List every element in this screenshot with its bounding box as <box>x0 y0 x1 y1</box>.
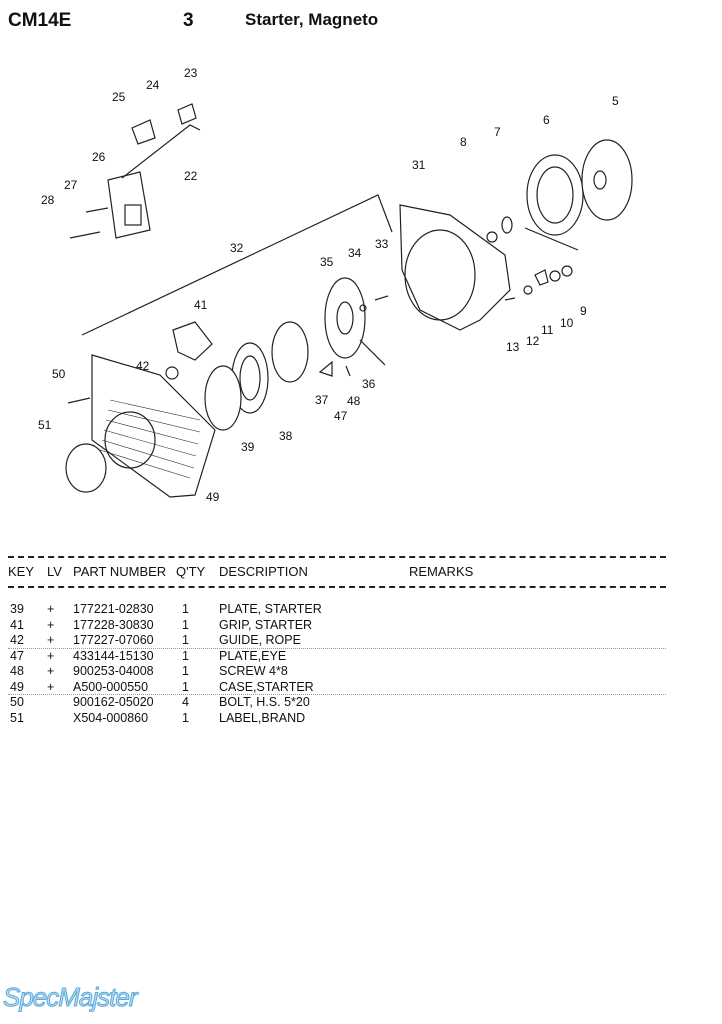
cell-desc: GRIP, STARTER <box>219 617 313 632</box>
cell-part: 900253-04008 <box>73 664 154 678</box>
callout-28: 28 <box>41 193 55 207</box>
callout-32: 32 <box>230 241 244 255</box>
callout-5: 5 <box>612 94 619 108</box>
callout-36: 36 <box>362 377 376 391</box>
cell-key: 50 <box>10 695 24 709</box>
callout-6: 6 <box>543 113 550 127</box>
callout-31: 31 <box>412 158 426 172</box>
cell-lv: + <box>47 679 55 694</box>
cell-qty: 1 <box>182 602 189 616</box>
cell-lv: + <box>47 648 55 663</box>
callout-47: 47 <box>334 409 348 423</box>
dotted-separator <box>8 694 666 695</box>
table-row: 51 X504-000860 1 LABEL,BRAND <box>0 711 700 726</box>
callout-10: 10 <box>560 316 574 330</box>
callout-38: 38 <box>279 429 293 443</box>
col-lv: LV <box>47 564 62 579</box>
callout-27: 27 <box>64 178 78 192</box>
callout-42: 42 <box>136 359 150 373</box>
cell-key: 51 <box>10 710 24 725</box>
col-description: DESCRIPTION <box>219 564 308 579</box>
table-row: 42 +177227-07060 1 GUIDE, ROPE <box>0 633 700 648</box>
callout-51: 51 <box>38 418 52 432</box>
section-number: 3 <box>183 10 194 31</box>
divider <box>8 586 666 588</box>
col-key: KEY <box>8 564 35 579</box>
cell-lv: + <box>47 617 55 632</box>
cell-qty: 1 <box>182 679 189 694</box>
cell-qty: 1 <box>182 648 189 663</box>
callout-50: 50 <box>52 367 66 381</box>
callout-41: 41 <box>194 298 208 312</box>
cell-desc: CASE,STARTER <box>219 679 314 694</box>
cell-part: 900162-05020 <box>73 695 154 709</box>
callout-8: 8 <box>460 135 467 149</box>
callout-33: 33 <box>375 237 389 251</box>
callout-34: 34 <box>348 246 362 260</box>
cell-qty: 4 <box>182 695 189 709</box>
callout-37: 37 <box>315 393 329 407</box>
cell-part: X504-000860 <box>73 710 149 725</box>
cell-lv: + <box>47 633 55 647</box>
callout-25: 25 <box>112 90 126 104</box>
callout-11: 11 <box>541 323 554 337</box>
table-row: 39 +177221-02830 1 PLATE, STARTER <box>0 602 700 617</box>
cell-part: 433144-15130 <box>73 648 154 663</box>
cell-key: 39 <box>10 602 24 616</box>
col-remarks: REMARKS <box>409 564 474 579</box>
table-row: 50 900162-05020 4 BOLT, H.S. 5*20 <box>0 695 700 710</box>
callout-48: 48 <box>347 394 361 408</box>
exploded-parts-diagram: 23 24 25 26 22 27 28 32 31 8 7 6 5 34 33 35 41 42 50 51 39 38… <box>38 66 633 504</box>
divider <box>8 556 666 558</box>
cell-desc: BOLT, H.S. 5*20 <box>219 695 310 709</box>
callout-13: 13 <box>506 340 520 354</box>
cell-qty: 1 <box>182 664 189 678</box>
callout-7: 7 <box>494 125 501 139</box>
table-row: 41 +177228-30830 1 GRIP, STARTER <box>0 618 700 633</box>
table-row: 47 +433144-15130 1 PLATE,EYE <box>0 649 700 664</box>
watermark-logo: SpecMajster <box>3 982 138 1013</box>
cell-part: 177228-30830 <box>73 617 154 632</box>
dotted-separator <box>8 648 666 649</box>
cell-desc: PLATE, STARTER <box>219 602 322 616</box>
callout-22: 22 <box>184 169 198 183</box>
cell-key: 47 <box>10 648 24 663</box>
cell-desc: PLATE,EYE <box>219 648 287 663</box>
cell-qty: 1 <box>182 710 189 725</box>
table-row: 49 + A500-000550 1 CASE,STARTER <box>0 680 700 695</box>
callout-23: 23 <box>184 66 198 80</box>
cell-desc: LABEL,BRAND <box>219 710 306 725</box>
cell-key: 41 <box>10 617 24 632</box>
cell-desc: SCREW 4*8 <box>219 664 288 678</box>
callout-9: 9 <box>580 304 587 318</box>
cell-key: 49 <box>10 679 24 694</box>
cell-qty: 1 <box>182 633 189 647</box>
callout-49: 49 <box>206 490 220 504</box>
callout-35: 35 <box>320 255 334 269</box>
col-qty: Q'TY <box>176 564 206 579</box>
model-name: CM14E <box>8 10 72 31</box>
cell-lv: + <box>47 602 55 616</box>
cell-key: 42 <box>10 633 24 647</box>
callout-24: 24 <box>146 78 160 92</box>
cell-lv: + <box>47 664 55 678</box>
cell-part: 177221-02830 <box>73 602 154 616</box>
cell-part: A500-000550 <box>73 679 149 694</box>
col-part-number: PART NUMBER <box>73 564 167 579</box>
callout-39: 39 <box>241 440 255 454</box>
callout-26: 26 <box>92 150 106 164</box>
cell-desc: GUIDE, ROPE <box>219 633 301 647</box>
cell-key: 48 <box>10 664 24 678</box>
cell-qty: 1 <box>182 617 189 632</box>
table-row: 48 +900253-04008 1 SCREW 4*8 <box>0 664 700 679</box>
section-title: Starter, Magneto <box>245 10 379 29</box>
cell-part: 177227-07060 <box>73 633 154 647</box>
callout-12: 12 <box>526 334 540 348</box>
